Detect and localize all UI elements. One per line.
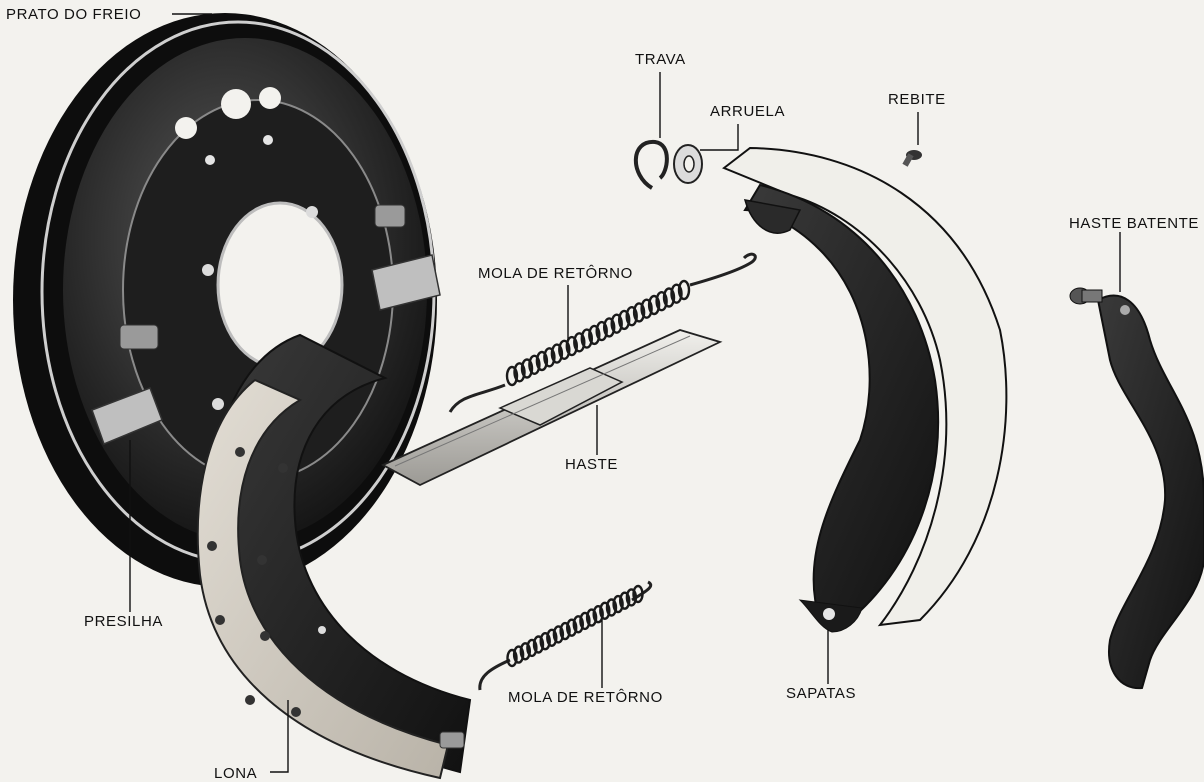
label-prato-do-freio: PRATO DO FREIO <box>6 7 141 22</box>
rivet <box>902 150 922 167</box>
return-spring-bottom <box>480 582 651 690</box>
label-haste: HASTE <box>565 457 618 472</box>
lock-clip <box>636 142 667 188</box>
label-arruela: ARRUELA <box>710 104 785 119</box>
brake-shoe <box>724 148 1006 632</box>
washer <box>674 145 702 183</box>
brake-shoe-with-lining <box>198 335 470 778</box>
stop-rod <box>1070 288 1204 688</box>
label-sapatas: SAPATAS <box>786 686 856 701</box>
label-presilha: PRESILHA <box>84 614 163 629</box>
label-rebite: REBITE <box>888 92 946 107</box>
label-mola-de-retorno-top: MOLA DE RETÔRNO <box>478 266 633 281</box>
label-trava: TRAVA <box>635 52 686 67</box>
label-lona: LONA <box>214 766 257 781</box>
label-haste-batente: HASTE BATENTE <box>1069 216 1199 231</box>
label-mola-de-retorno-bottom: MOLA DE RETÔRNO <box>508 690 663 705</box>
